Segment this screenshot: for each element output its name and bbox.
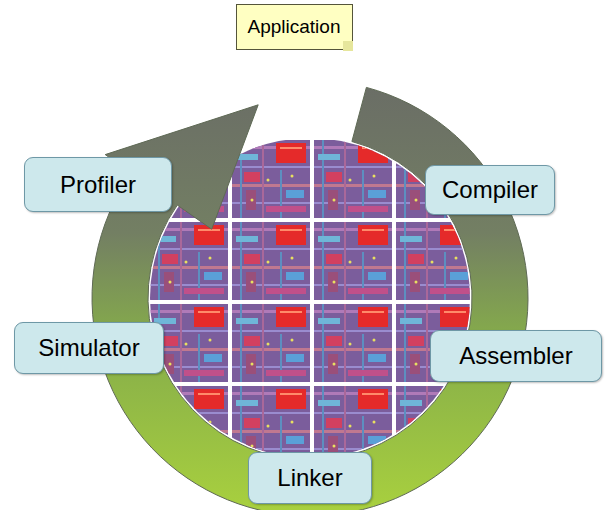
tool-box: Simulator — [14, 322, 164, 374]
node-label: Application — [248, 16, 341, 38]
node-label: Simulator — [38, 334, 139, 362]
node-label: Profiler — [60, 171, 136, 199]
tool-box: Compiler — [425, 165, 555, 215]
application-note: Application — [236, 4, 353, 50]
tool-box: Assembler — [430, 330, 602, 382]
cycle-arrow — [92, 87, 528, 510]
node-label: Compiler — [442, 176, 538, 204]
node-label: Linker — [277, 464, 342, 492]
node-label: Assembler — [459, 342, 572, 370]
tool-box: Linker — [248, 452, 372, 504]
tool-box: Profiler — [24, 157, 172, 212]
